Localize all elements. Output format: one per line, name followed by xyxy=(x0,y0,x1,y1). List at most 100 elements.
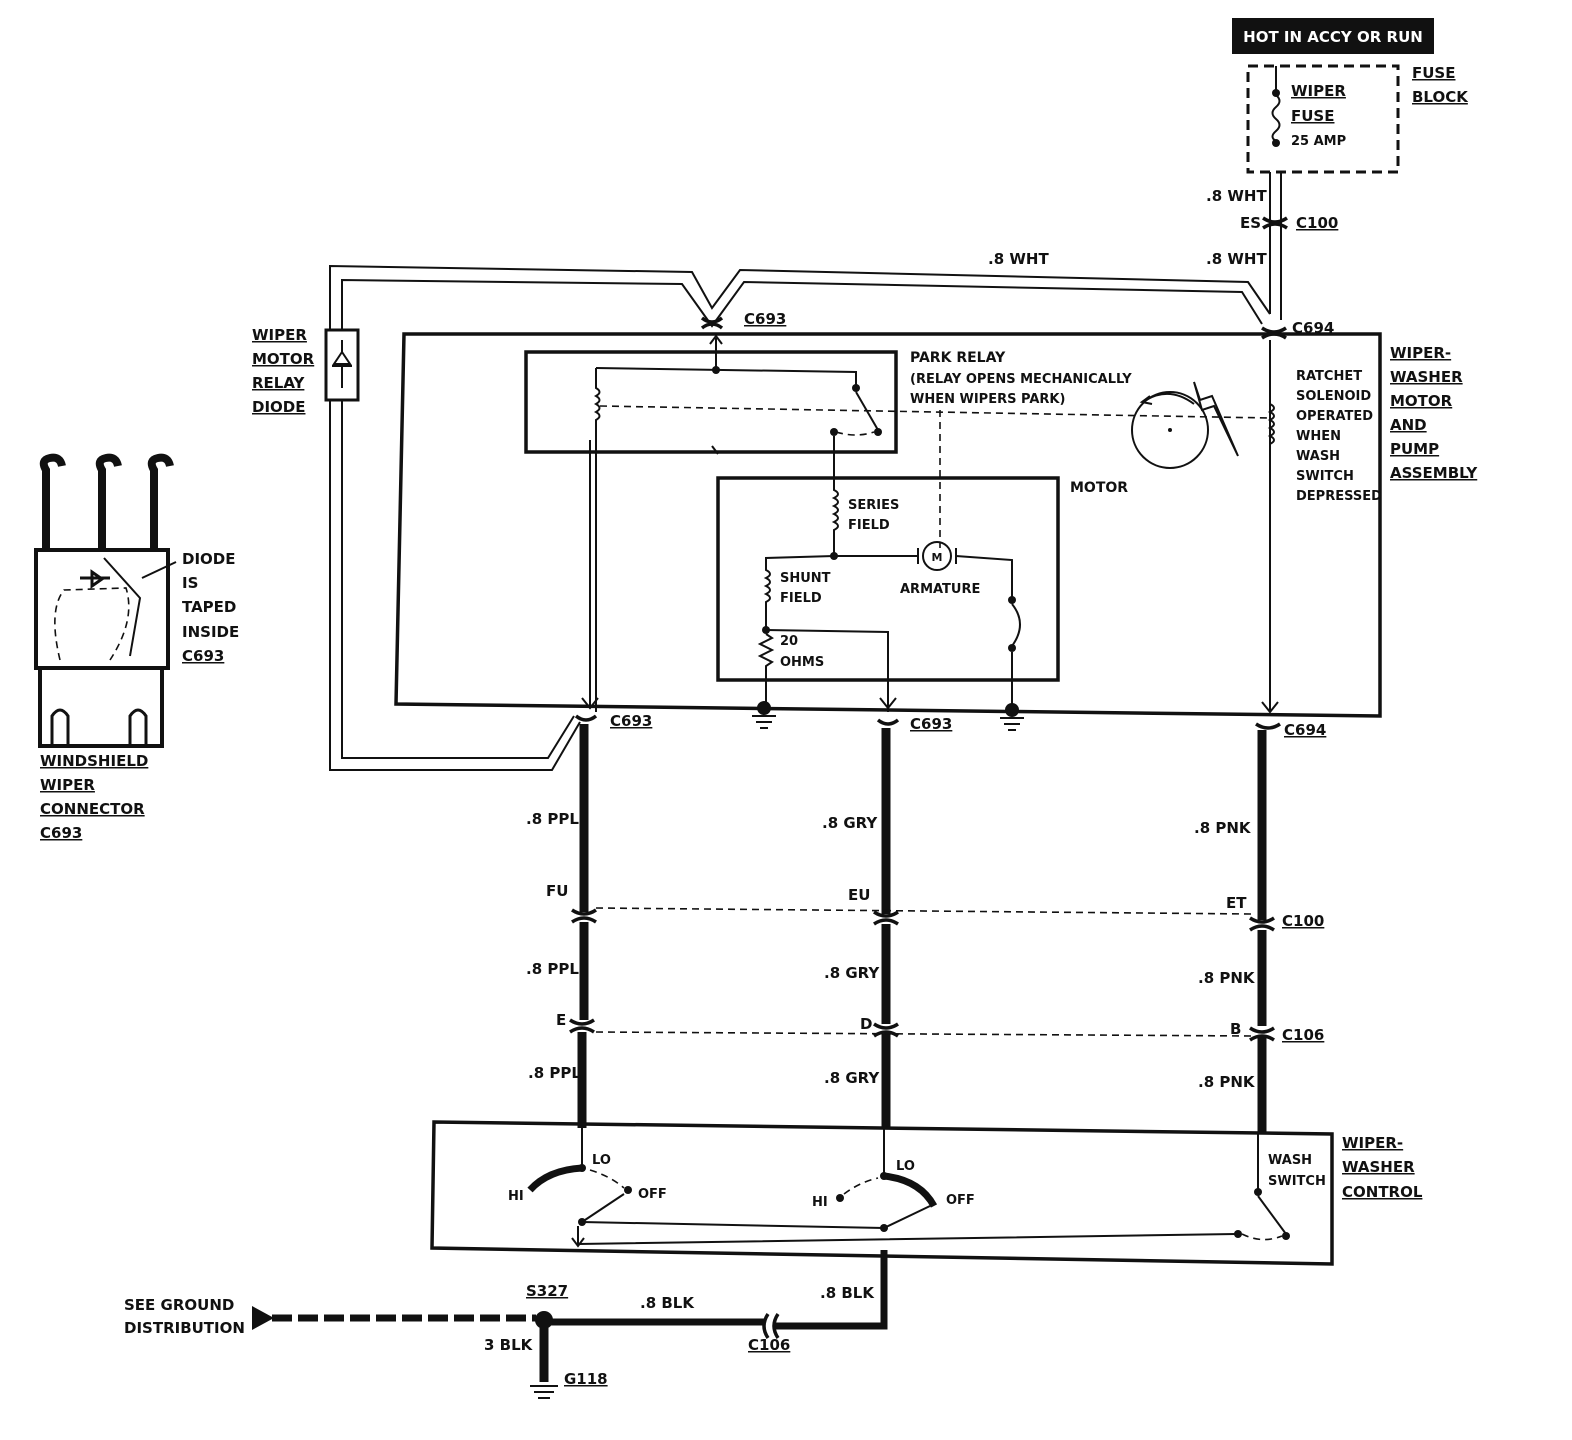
switch2-off: OFF xyxy=(946,1193,975,1208)
solenoid-label-1: RATCHET xyxy=(1296,369,1362,384)
switch2-hi-link xyxy=(843,1177,879,1195)
ground-node-2 xyxy=(1005,703,1019,717)
wire-wht-mid: .8 WHT xyxy=(1206,250,1267,268)
inset-caption-3: CONNECTOR xyxy=(40,800,145,818)
armature-switch-blade xyxy=(1011,603,1021,647)
park-relay-note-2: WHEN WIPERS PARK) xyxy=(910,392,1065,407)
diode-label-4: DIODE xyxy=(252,398,305,416)
wire-wht-top: .8 WHT xyxy=(1206,187,1267,205)
fuse-terminal-top xyxy=(1272,89,1280,97)
assembly-label-4: AND xyxy=(1390,416,1427,434)
switch2-blade xyxy=(883,1205,931,1229)
wire-gry-2: .8 GRY xyxy=(824,964,880,982)
shunt-field-label-1: SHUNT xyxy=(780,571,831,586)
c100-top-connector-icon xyxy=(1262,216,1288,230)
diode-label-3: RELAY xyxy=(252,374,306,392)
mechanical-link xyxy=(599,405,1271,419)
ratchet-arrow-icon xyxy=(1139,393,1195,405)
switch2-hi: HI xyxy=(812,1195,828,1210)
c100-gry-connector-icon xyxy=(873,910,899,926)
solenoid-label-5: WASH xyxy=(1296,449,1340,464)
power-header: HOT IN ACCY OR RUN xyxy=(1243,28,1423,46)
inset-wire-3 xyxy=(147,453,174,550)
c106-dash-line xyxy=(595,1031,1253,1037)
wash-switch-left xyxy=(1234,1230,1242,1238)
control-label-3: CONTROL xyxy=(1342,1183,1423,1201)
c693-bm-connector-icon xyxy=(876,718,900,726)
shunt-field-coil-icon xyxy=(763,555,835,630)
fuse-name: WIPER xyxy=(1291,82,1346,100)
c693-top-connector-icon xyxy=(700,316,724,330)
pin-eu: EU xyxy=(848,886,870,904)
relay-coil-wire xyxy=(595,367,857,386)
power-header-box xyxy=(1232,18,1434,54)
pin-et: ET xyxy=(1226,894,1247,912)
arrow-down-icon-4 xyxy=(711,445,719,455)
pin-b: B xyxy=(1230,1020,1241,1038)
inset-caption-4: C693 xyxy=(40,824,82,842)
switch1-hi: HI xyxy=(508,1189,524,1204)
c106-ppl-connector-icon xyxy=(569,1018,595,1034)
park-relay-box xyxy=(524,350,898,454)
inset-caption-1: WINDSHIELD xyxy=(40,752,148,770)
ground-icon-2 xyxy=(1000,717,1024,731)
wire-ppl-1: .8 PPL xyxy=(526,810,579,828)
inset-caption-2: WIPER xyxy=(40,776,95,794)
diode-label-2: MOTOR xyxy=(252,350,315,368)
fuse-name-2: FUSE xyxy=(1291,107,1334,125)
g118-label: G118 xyxy=(564,1370,608,1388)
control-label-2: WASHER xyxy=(1342,1158,1415,1176)
inset-diode-icon xyxy=(80,569,110,589)
inset-wire-1 xyxy=(39,453,66,550)
solenoid-label-7: DEPRESSED xyxy=(1296,489,1382,504)
relay-contact-top xyxy=(852,384,860,392)
c693-bl-connector-icon xyxy=(574,714,598,722)
c694-br-label: C694 xyxy=(1284,721,1326,739)
inset-plug-terminal-2 xyxy=(128,708,148,744)
park-relay-title: PARK RELAY xyxy=(910,350,1006,366)
motor-title: MOTOR xyxy=(1070,480,1128,496)
shunt-field-label-2: FIELD xyxy=(780,591,822,606)
wire-gry-3: .8 GRY xyxy=(824,1069,880,1087)
wire-pnk-1: .8 PNK xyxy=(1194,819,1252,837)
armature-icon xyxy=(922,541,952,571)
blk-wire-drop xyxy=(774,1250,888,1330)
assembly-outline xyxy=(394,332,1382,718)
inset-note-4: INSIDE xyxy=(182,623,239,641)
c693-top-label: C693 xyxy=(744,310,786,328)
switch1-blade xyxy=(581,1193,625,1223)
c100-pnk-connector-icon xyxy=(1249,916,1275,932)
wht-loop-outer xyxy=(329,264,1271,771)
fuse-element-icon xyxy=(1271,94,1281,142)
control-bus xyxy=(577,1221,1237,1245)
assembly-label-1: WIPER- xyxy=(1390,344,1451,362)
wash-switch-top xyxy=(1254,1188,1262,1196)
wash-label-1: WASH xyxy=(1268,1153,1312,1168)
switch1-off-contact xyxy=(624,1186,632,1194)
wire-ppl-2: .8 PPL xyxy=(526,960,579,978)
relay-contact-link xyxy=(835,431,875,436)
wash-switch-link xyxy=(1241,1233,1283,1241)
see-ground-2: DISTRIBUTION xyxy=(124,1319,245,1337)
pin-d: D xyxy=(860,1015,872,1033)
switch2-lo-off-arc xyxy=(883,1172,938,1208)
solenoid-label-3: OPERATED xyxy=(1296,409,1373,424)
connector-inset xyxy=(34,453,177,748)
fuse-terminal-bottom xyxy=(1272,139,1280,147)
solenoid-label-6: SWITCH xyxy=(1296,469,1354,484)
pin-fu: FU xyxy=(546,882,568,900)
armature-brushes-icon xyxy=(917,548,957,564)
switch2-lo-contact xyxy=(880,1172,888,1180)
park-relay-note-1: (RELAY OPENS MECHANICALLY xyxy=(910,372,1132,387)
relay-series-node xyxy=(830,428,838,436)
switch1-off: OFF xyxy=(638,1187,667,1202)
ground-icon-1 xyxy=(752,715,776,729)
g118-ground-icon xyxy=(530,1385,558,1399)
inset-note-5: C693 xyxy=(182,647,224,665)
control-outline xyxy=(430,1120,1334,1266)
wire-pnk-3: .8 PNK xyxy=(1198,1073,1256,1091)
assembly-label-2: WASHER xyxy=(1390,368,1463,386)
switch1-lo-contact xyxy=(578,1164,586,1172)
resistor-icon xyxy=(757,633,775,708)
